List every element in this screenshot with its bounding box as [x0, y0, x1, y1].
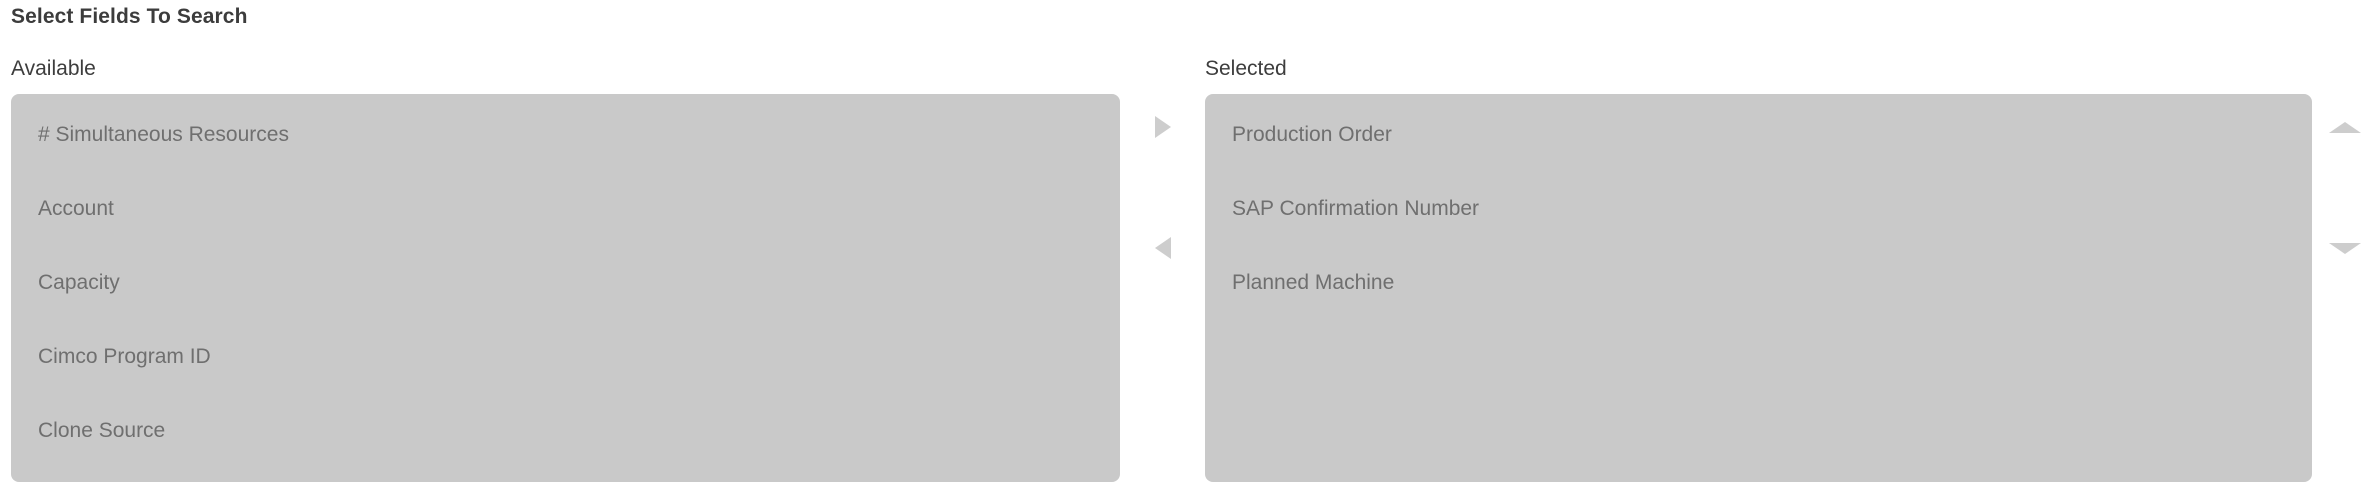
- list-item[interactable]: Account: [38, 197, 114, 220]
- move-up-button[interactable]: [2328, 110, 2362, 144]
- list-item[interactable]: Clone Source: [38, 419, 166, 442]
- list-item[interactable]: Capacity: [38, 271, 120, 294]
- triangle-left-icon: [1155, 237, 1171, 259]
- triangle-up-icon: [2329, 121, 2361, 133]
- list-item[interactable]: Cimco Program ID: [38, 345, 211, 368]
- move-right-button[interactable]: [1146, 110, 1180, 144]
- selected-list-label: Selected: [1205, 57, 1287, 80]
- page-title: Select Fields To Search: [11, 5, 248, 28]
- list-item[interactable]: # Simultaneous Resources: [38, 123, 289, 146]
- move-down-button[interactable]: [2328, 231, 2362, 265]
- list-item[interactable]: Production Order: [1232, 123, 1392, 146]
- move-left-button[interactable]: [1146, 231, 1180, 265]
- list-item[interactable]: SAP Confirmation Number: [1232, 197, 1480, 220]
- transfer-button-group: [1120, 94, 1205, 482]
- reorder-button-group: [2312, 94, 2376, 482]
- list-item[interactable]: Planned Machine: [1232, 271, 1395, 294]
- triangle-down-icon: [2329, 242, 2361, 254]
- available-list-label: Available: [11, 57, 96, 80]
- triangle-right-icon: [1155, 116, 1171, 138]
